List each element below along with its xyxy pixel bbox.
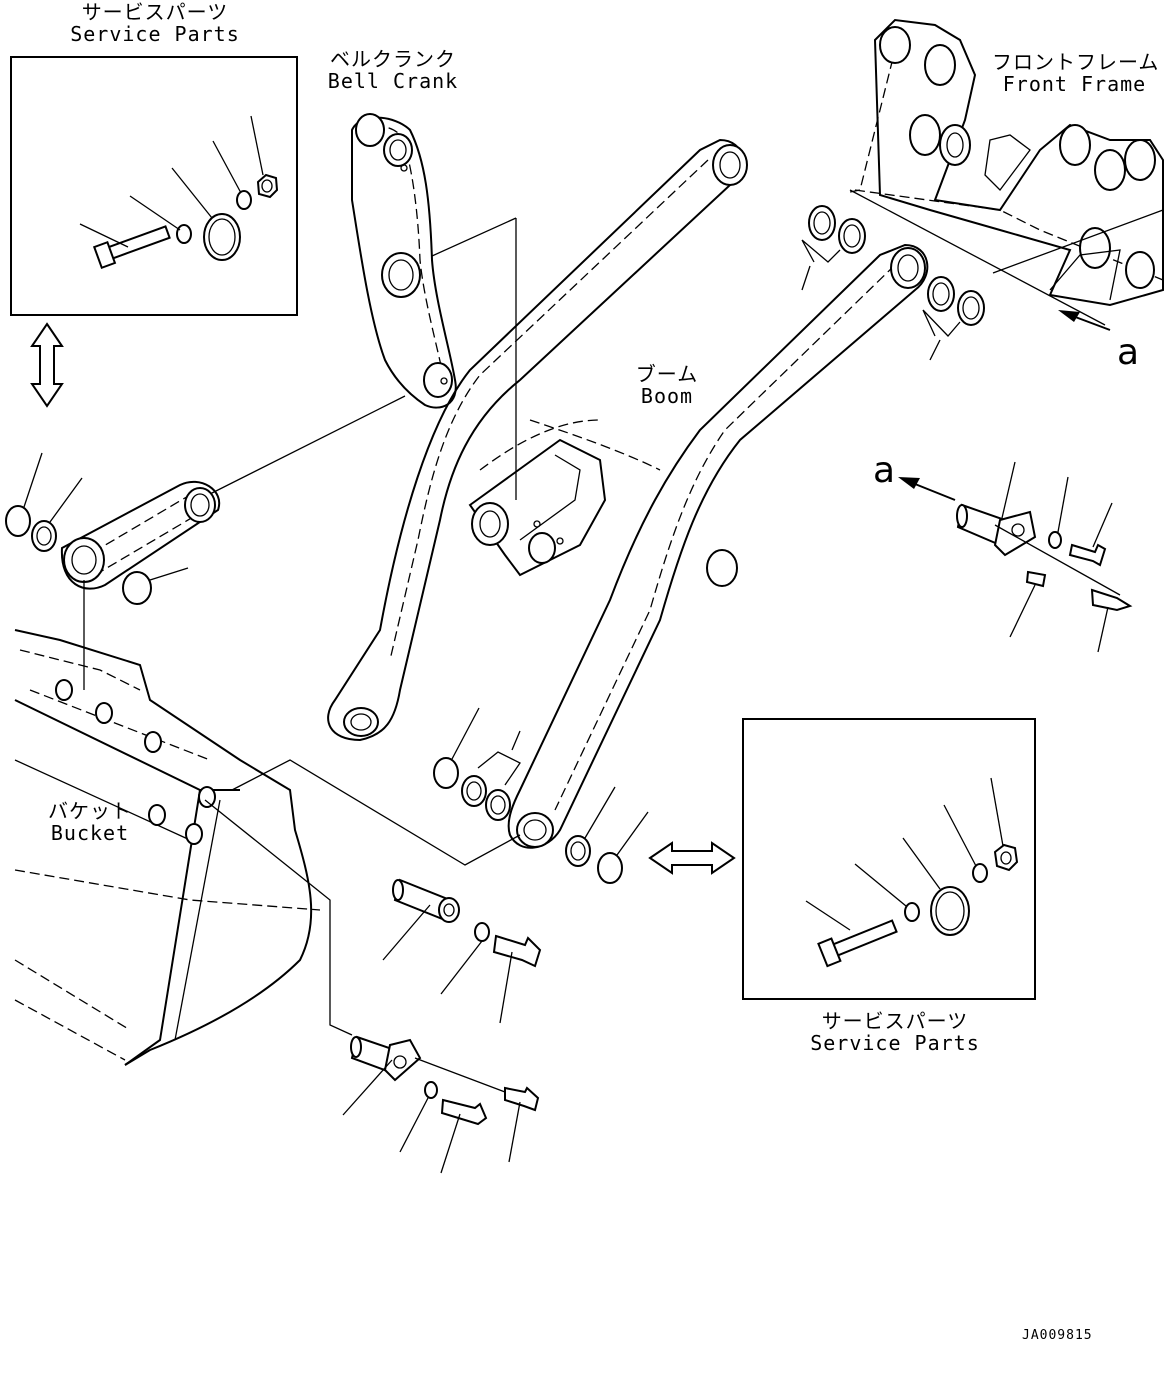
arrow-letter-right: a [873, 450, 896, 491]
boom-jp: ブーム [635, 362, 699, 386]
boom-en: Boom [640, 384, 694, 408]
bucket-pin-lower [342, 1035, 540, 1174]
drawing-code: JA009815 [1022, 1328, 1093, 1343]
service-parts-bottom-label: サービスパーツ Service Parts [800, 1010, 990, 1054]
service-parts-bottom-en: Service Parts [810, 1031, 980, 1055]
service-parts-top-label: サービスパーツ Service Parts [60, 1, 250, 45]
service-parts-bottom-jp: サービスパーツ [821, 1009, 969, 1033]
boom-washers [433, 707, 649, 884]
right-pin-assembly [898, 461, 1133, 653]
service-parts-top-jp: サービスパーツ [81, 0, 229, 24]
front-frame-jp: フロントフレーム [992, 50, 1160, 74]
arrow-letter-top: a [1117, 332, 1140, 373]
bucket-jp: バケット [48, 799, 132, 823]
boom [327, 138, 929, 849]
bell-crank-label: ベルクランク Bell Crank [318, 48, 468, 92]
front-frame [849, 18, 1164, 307]
bell-crank-jp: ベルクランク [330, 47, 456, 71]
front-frame-en: Front Frame [1002, 72, 1147, 96]
arrow-a-head-top [1058, 310, 1080, 322]
bucket [14, 629, 321, 1066]
double-arrow-horizontal [648, 841, 736, 875]
service-parts-top-items [79, 115, 279, 270]
bell-crank [351, 113, 457, 409]
service-parts-box-top [10, 56, 298, 316]
service-parts-top-en: Service Parts [70, 22, 240, 46]
bucket-en: Bucket [50, 821, 130, 845]
frame-washers-upper [801, 205, 866, 291]
frame-washers-lower [922, 276, 985, 361]
service-parts-bottom-items [805, 777, 1019, 968]
bucket-pin-upper [382, 878, 542, 1024]
front-frame-label: フロントフレーム Front Frame [992, 50, 1160, 96]
bucket-label: バケット Bucket [40, 800, 140, 844]
service-parts-box-bottom [742, 718, 1036, 1000]
bell-crank-en: Bell Crank [327, 69, 459, 93]
boom-label: ブーム Boom [627, 363, 707, 407]
bucket-link-washers [5, 452, 189, 605]
double-arrow-vertical [30, 322, 64, 408]
